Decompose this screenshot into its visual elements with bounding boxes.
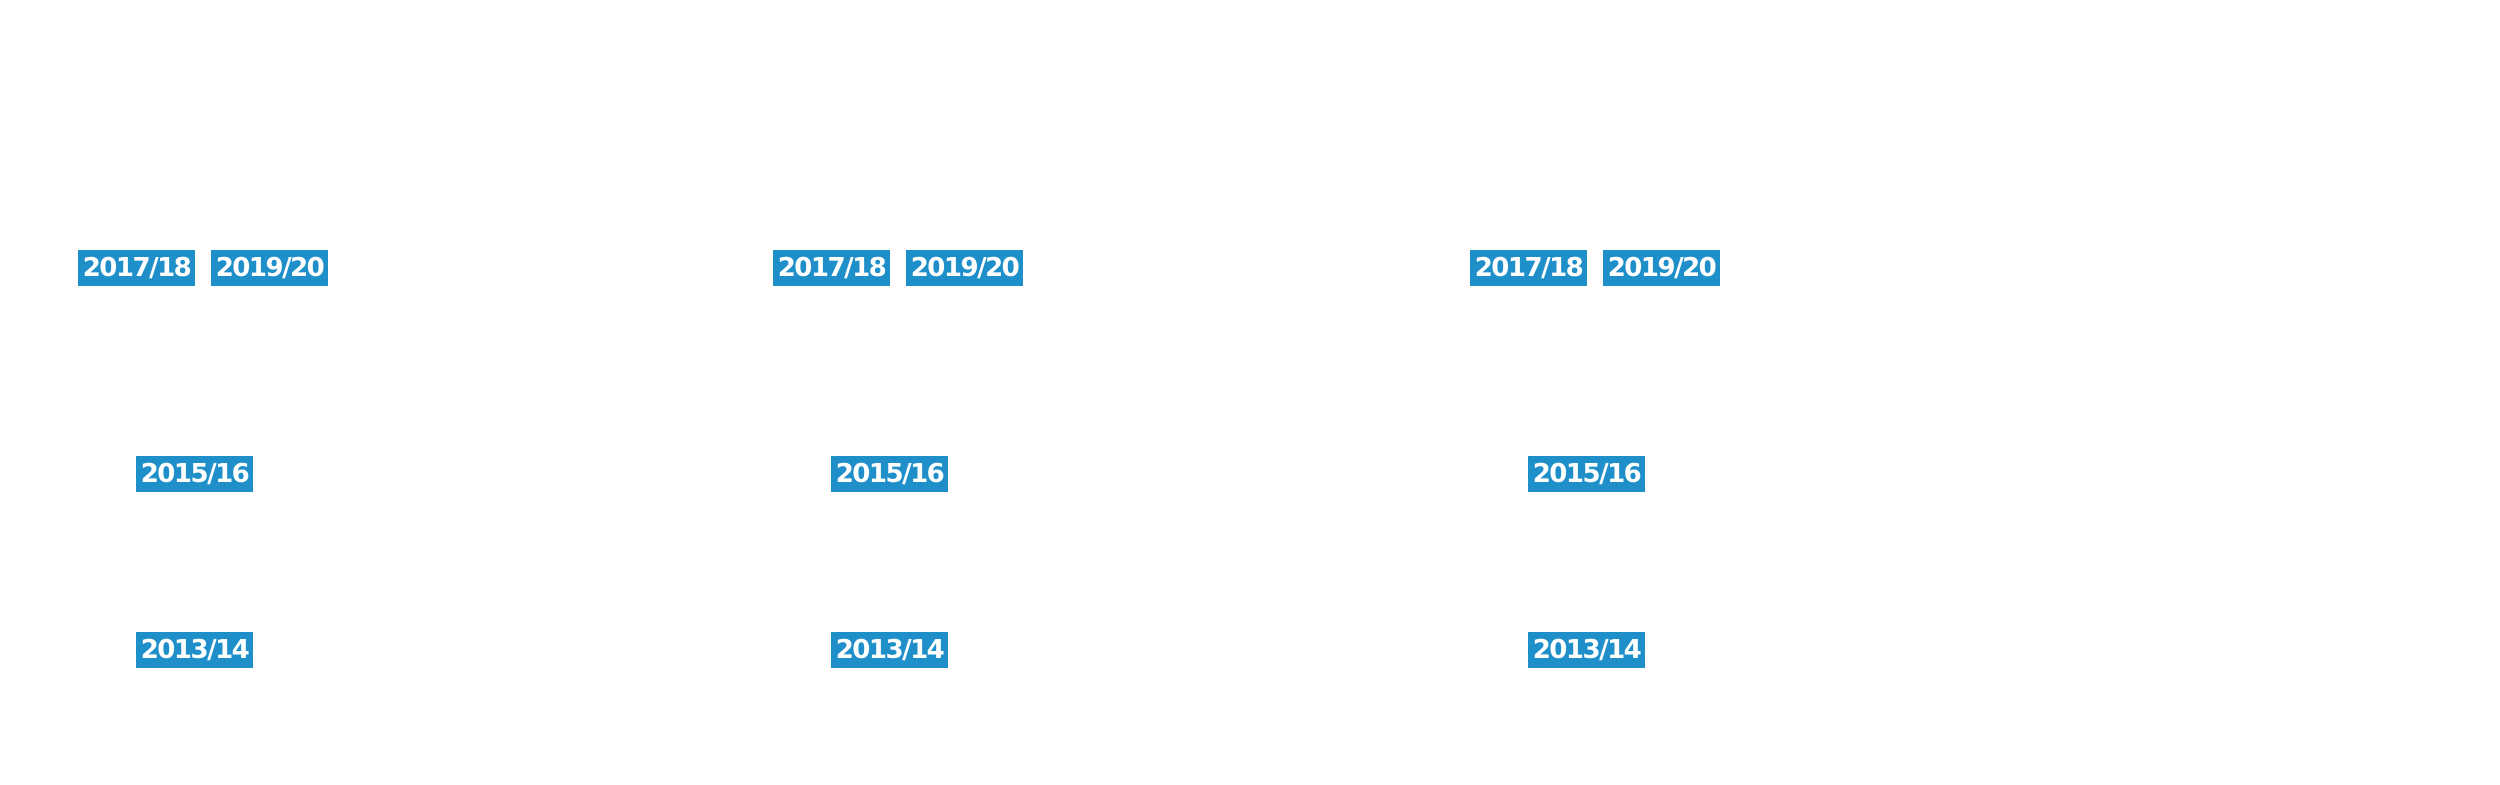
year-tag-2017-18: 2017/18 <box>78 250 195 286</box>
year-tag-2019-20: 2019/20 <box>906 250 1023 286</box>
year-tag-2015-16: 2015/16 <box>831 456 948 492</box>
year-tag-2015-16: 2015/16 <box>136 456 253 492</box>
year-tag-2019-20: 2019/20 <box>211 250 328 286</box>
year-tag-2013-14: 2013/14 <box>831 632 948 668</box>
year-tag-2013-14: 2013/14 <box>136 632 253 668</box>
year-tag-group-2: 2017/18 2019/20 2015/16 2013/14 <box>695 0 1395 785</box>
year-tag-2013-14: 2013/14 <box>1528 632 1645 668</box>
year-tag-2019-20: 2019/20 <box>1603 250 1720 286</box>
year-tag-2017-18: 2017/18 <box>773 250 890 286</box>
year-tag-2017-18: 2017/18 <box>1470 250 1587 286</box>
year-tag-2015-16: 2015/16 <box>1528 456 1645 492</box>
year-tag-group-3: 2017/18 2019/20 2015/16 2013/14 <box>1392 0 2092 785</box>
year-tag-group-1: 2017/18 2019/20 2015/16 2013/14 <box>0 0 700 785</box>
